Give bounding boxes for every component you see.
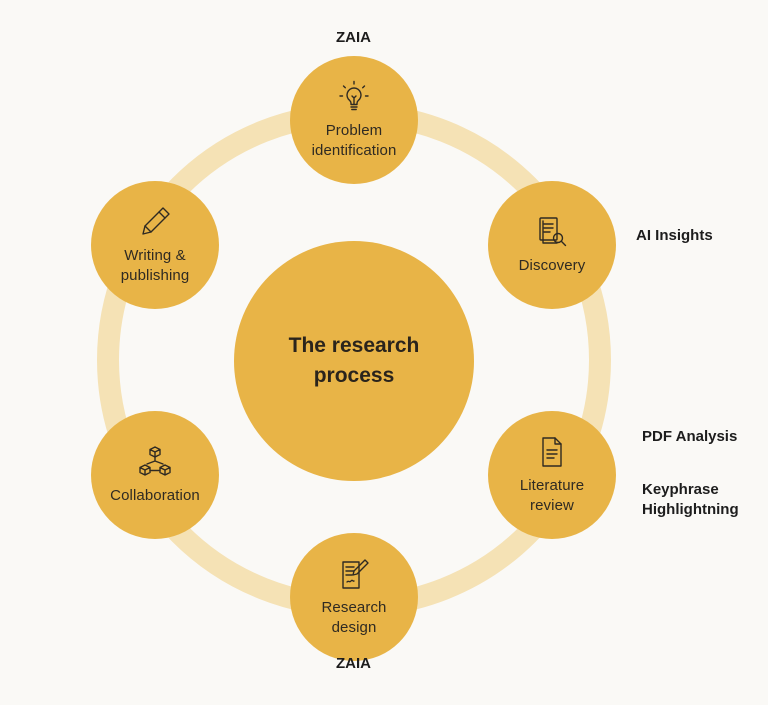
document-search-icon <box>539 217 567 247</box>
node-label: Research design <box>321 599 387 636</box>
node-label: Problem identification <box>311 122 397 159</box>
tag-keyphrase-highlighting: Keyphrase Highlightning <box>642 481 739 518</box>
tag-bottom-zaia: ZAIA <box>336 655 371 672</box>
node-label: Discovery <box>518 257 586 274</box>
node-label: Literature review <box>519 477 585 514</box>
node-label: Writing & publishing <box>120 247 190 284</box>
center-circle: The research process <box>234 241 474 481</box>
document-icon <box>542 437 562 467</box>
cubes-network-icon <box>139 446 171 476</box>
node-problem-identification: Problem identification <box>290 56 418 184</box>
center-title: The research process <box>288 334 420 387</box>
lightbulb-icon <box>339 80 369 111</box>
edit-document-icon <box>342 559 369 589</box>
node-discovery: Discovery <box>488 181 616 309</box>
node-label: Collaboration <box>110 487 200 504</box>
tag-pdf-analysis: PDF Analysis <box>642 428 738 445</box>
tag-top-zaia: ZAIA <box>336 29 371 46</box>
node-literature-review: Literature review <box>488 411 616 539</box>
pencil-icon <box>142 207 170 235</box>
node-writing-publishing: Writing & publishing <box>91 181 219 309</box>
node-collaboration: Collaboration <box>91 411 219 539</box>
tag-ai-insights: AI Insights <box>636 227 713 244</box>
node-research-design: Research design <box>290 533 418 661</box>
